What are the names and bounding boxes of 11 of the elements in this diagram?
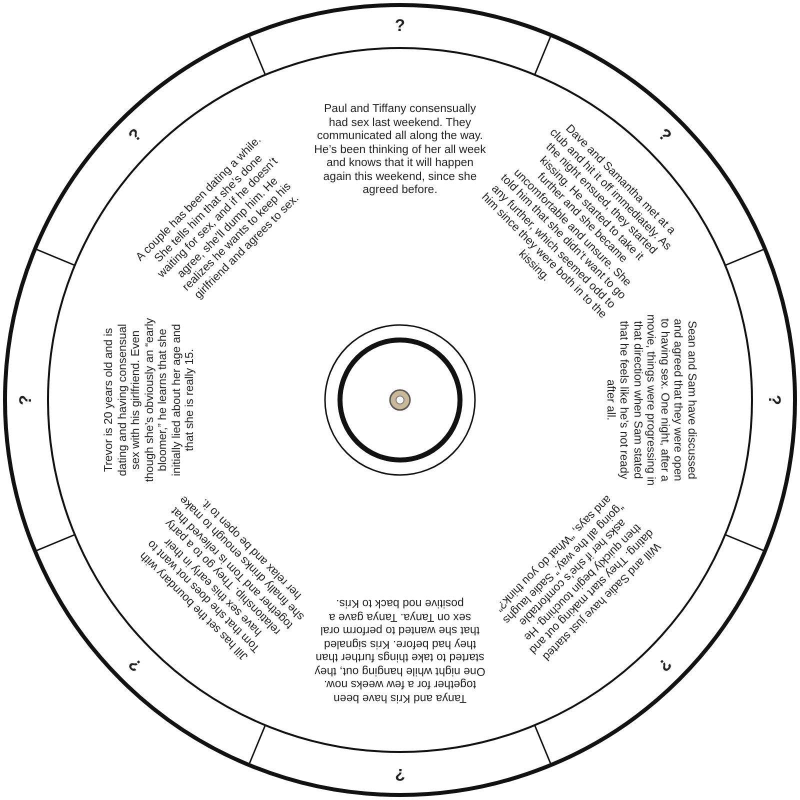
question-mark: ? xyxy=(126,126,146,146)
question-mark: ? xyxy=(126,654,146,674)
question-mark: ? xyxy=(17,394,35,406)
question-mark: ? xyxy=(654,654,674,674)
question-mark: ? xyxy=(765,394,783,406)
scenario-text: Tanya and Kris have been together for a few weeks now. One night while hanging out, they started to take things further than they had before. Kris signaled that she wanted to perform oral sex on Tanya. Tanya gave a positive nod back to Kris. xyxy=(314,596,486,704)
scenario-text: Trevor is 20 years old and is dating and having consensual sex with his girlfriend. Even though she’s obviously an “early bloomer,” he learns that she initially lied about her age and that she is really 15. xyxy=(102,316,197,484)
question-mark: ? xyxy=(394,765,406,783)
question-mark: ? xyxy=(394,17,406,35)
scenario-text: Paul and Tiffany consensually had sex last weekend. They communicated all along the way. He’s been thinking of her all week and knows that it will happen again this weekend, since she agreed before. xyxy=(314,102,486,196)
question-mark: ? xyxy=(654,126,674,146)
